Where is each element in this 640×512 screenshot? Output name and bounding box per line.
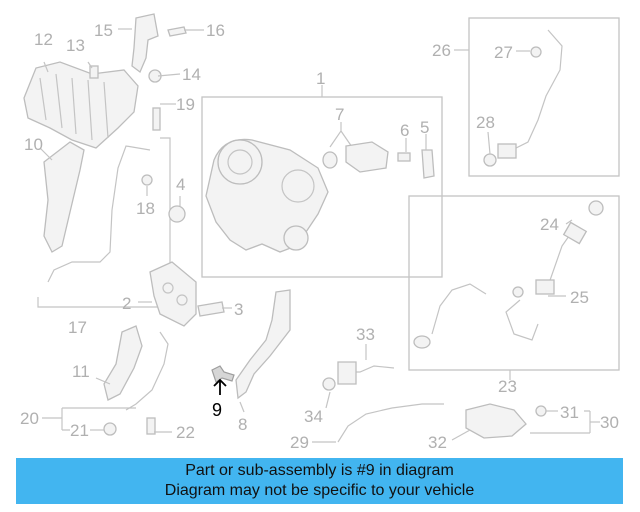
callout-25: 25 xyxy=(570,288,589,307)
callout-27: 27 xyxy=(494,43,513,62)
callout-15: 15 xyxy=(94,21,113,40)
fitting-part-24 xyxy=(588,200,604,216)
gasket-part-2 xyxy=(149,261,197,327)
seal-part-7 xyxy=(322,151,338,169)
stud-part-19 xyxy=(152,107,161,131)
callout-22: 22 xyxy=(176,423,195,442)
callout-21: 21 xyxy=(70,421,89,440)
info-banner: Part or sub-assembly is #9 in diagram Di… xyxy=(16,458,623,504)
callout-2: 2 xyxy=(122,294,131,313)
callout-23: 23 xyxy=(498,377,517,396)
callout-30: 30 xyxy=(600,413,619,432)
banner-line-2: Diagram may not be specific to your vehi… xyxy=(164,482,475,499)
bolt-part-22 xyxy=(146,417,156,435)
fitting-part-25 xyxy=(535,279,555,295)
bracket-part-11 xyxy=(103,325,143,401)
stud-part-3 xyxy=(197,301,225,317)
turbo-outlet xyxy=(283,225,309,251)
callout-5: 5 xyxy=(420,118,429,137)
callout-7: 7 xyxy=(335,105,344,124)
callout-11: 11 xyxy=(72,362,90,381)
callout-10: 10 xyxy=(24,135,43,154)
clamp-part-23 xyxy=(413,335,431,349)
washer-part-21 xyxy=(103,422,117,436)
callout-34: 34 xyxy=(304,407,323,426)
fitting-part-4 xyxy=(168,205,186,223)
callout-16: 16 xyxy=(206,21,225,40)
flange-part-32 xyxy=(465,403,527,439)
callout-24: 24 xyxy=(540,215,559,234)
washer-part-18 xyxy=(141,174,153,186)
callout-12: 12 xyxy=(34,30,53,49)
bracket-part-8 xyxy=(235,289,291,400)
parts-diagram: 1 2 3 4 5 6 7 8 9 10 11 12 13 14 15 16 1… xyxy=(20,13,620,452)
leader-lines xyxy=(39,28,600,443)
callout-14: 14 xyxy=(182,65,201,84)
pipe-part-20 xyxy=(125,331,169,411)
seal-part-27 xyxy=(530,46,542,58)
callout-26: 26 xyxy=(432,41,451,60)
bolt-part-9 xyxy=(211,365,235,383)
clamp-part-24 xyxy=(562,221,588,245)
seal-part-31 xyxy=(535,405,547,417)
seal-part-28 xyxy=(483,153,497,167)
heat-shield-ribs xyxy=(39,73,109,141)
coolant-line-18 xyxy=(47,145,151,283)
callout-8: 8 xyxy=(238,415,247,434)
callout-31: 31 xyxy=(560,403,579,422)
heat-shield-part xyxy=(23,61,139,149)
pipe-part-29 xyxy=(337,403,444,443)
bolt-part-6 xyxy=(397,152,411,162)
bolt-part-16 xyxy=(167,26,187,37)
callout-19: 19 xyxy=(176,95,195,114)
bracket-part-15 xyxy=(131,13,159,74)
group-box-oil-line xyxy=(468,17,620,177)
callout-28: 28 xyxy=(476,113,495,132)
connector-part-33 xyxy=(337,361,357,385)
bolt-part-13 xyxy=(89,65,99,79)
callout-4: 4 xyxy=(176,175,185,194)
banner-line-1: Part or sub-assembly is #9 in diagram xyxy=(185,462,454,479)
hose-part-23a xyxy=(431,283,487,335)
leader-line-9 xyxy=(213,378,227,395)
callout-13: 13 xyxy=(66,36,85,55)
seal-part-25 xyxy=(512,286,524,298)
hose-part-23b xyxy=(505,299,539,341)
callout-1: 1 xyxy=(316,69,325,88)
bracket-20 xyxy=(61,407,136,431)
callout-32: 32 xyxy=(428,433,447,452)
fitting-part-26 xyxy=(497,143,517,159)
callout-9: 9 xyxy=(212,400,222,420)
bracket-7 xyxy=(329,122,353,148)
callout-6: 6 xyxy=(400,121,409,140)
callout-17: 17 xyxy=(68,318,87,337)
turbo-housing xyxy=(217,139,263,185)
gasket-part-10 xyxy=(43,141,85,253)
group-box-hoses xyxy=(408,195,620,371)
callout-18: 18 xyxy=(136,199,155,218)
callout-3: 3 xyxy=(234,300,243,319)
sensor-part-5 xyxy=(421,149,435,179)
callout-29: 29 xyxy=(290,433,309,452)
callout-33: 33 xyxy=(356,325,375,344)
callout-20: 20 xyxy=(20,409,39,428)
seal-part-34 xyxy=(322,377,336,391)
actuator-part-7 xyxy=(345,141,389,173)
